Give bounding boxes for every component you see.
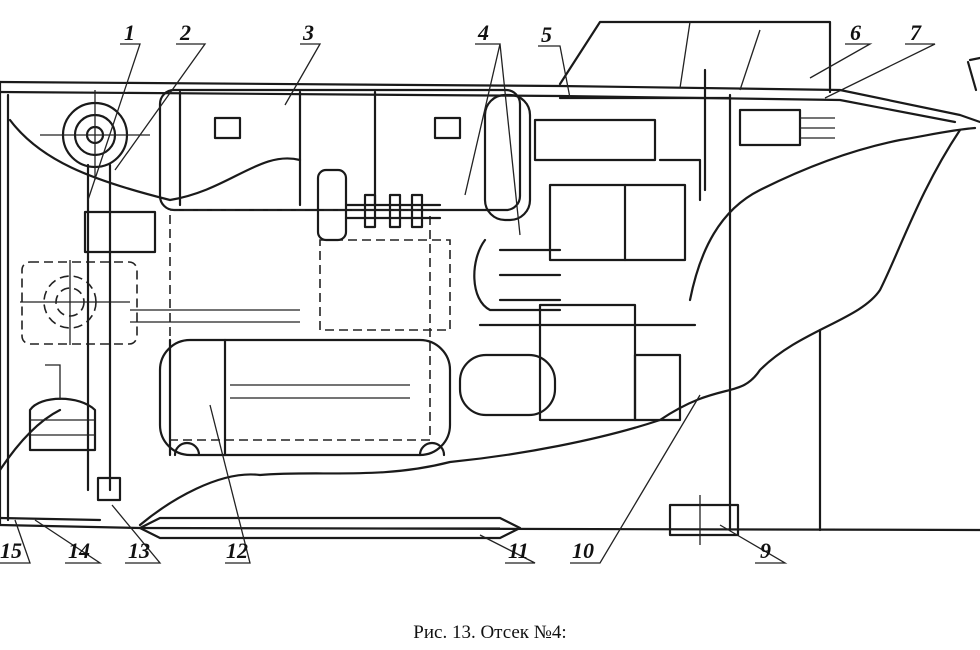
label-11: 11: [508, 538, 529, 563]
label-6: 6: [850, 20, 861, 45]
right-machinery: [458, 68, 835, 422]
left-machinery: [20, 90, 157, 502]
hull: [0, 20, 980, 532]
label-5: 5: [541, 22, 552, 47]
label-15: 15: [0, 538, 22, 563]
shaft-assembly: [316, 168, 442, 242]
label-10: 10: [572, 538, 594, 563]
central-units: [130, 88, 522, 457]
label-2: 2: [179, 20, 191, 45]
label-13: 13: [128, 538, 150, 563]
lower-items: [138, 495, 740, 545]
leader-lines: [0, 43, 936, 564]
label-3: 3: [302, 20, 314, 45]
figure-caption: Рис. 13. Отсек №4:: [413, 622, 567, 643]
compartment-diagram: 1 2 3 4 5 6 7 9 10 11 12 13 14 15: [0, 20, 980, 564]
label-12: 12: [226, 538, 248, 563]
label-4: 4: [477, 20, 489, 45]
part-labels: 1 2 3 4 5 6 7 9 10 11 12 13 14 15: [0, 20, 922, 563]
label-1: 1: [124, 20, 135, 45]
label-7: 7: [910, 20, 922, 45]
label-14: 14: [68, 538, 90, 563]
label-9: 9: [760, 538, 771, 563]
